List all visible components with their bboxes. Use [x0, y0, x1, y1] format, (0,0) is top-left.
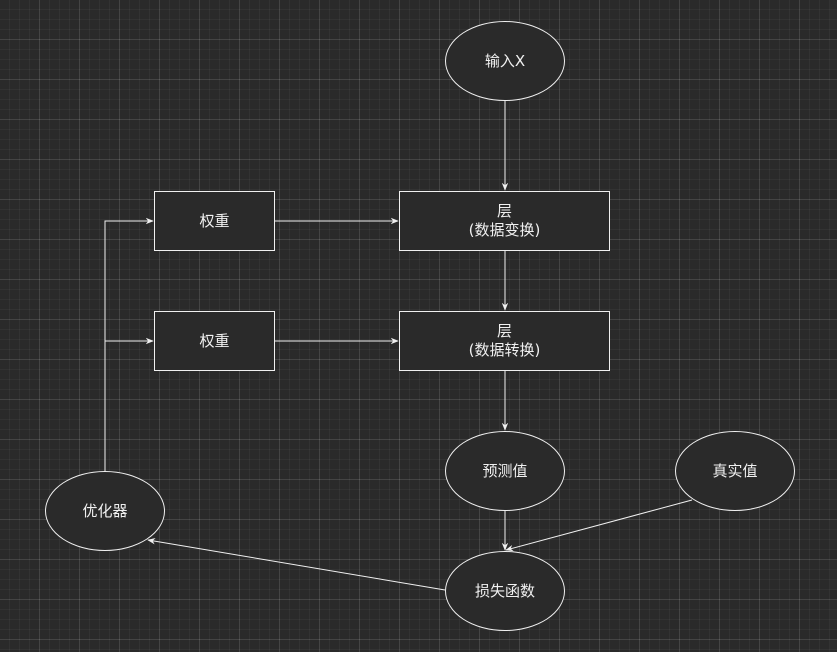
edge-loss-to-optimizer: [147, 538, 446, 591]
prediction-node[interactable]: 预测值: [445, 431, 565, 511]
loss-node[interactable]: 损失函数: [445, 551, 565, 631]
weight-node-2[interactable]: 权重: [154, 311, 275, 371]
edge-truth-to-loss: [505, 499, 693, 552]
optimizer-node[interactable]: 优化器: [45, 471, 165, 551]
prediction-node-label: 预测值: [482, 461, 528, 480]
truth-node-label: 真实值: [712, 461, 758, 480]
weight-node-1[interactable]: 权重: [154, 191, 275, 251]
edge-optimizer-to-weight1: [104, 217, 154, 471]
layer-node-1-subtitle: (数据变换): [468, 221, 541, 239]
loss-node-label: 损失函数: [474, 581, 535, 600]
optimizer-node-label: 优化器: [82, 501, 128, 520]
layer-node-2[interactable]: 层 (数据转换): [399, 311, 610, 371]
layer-node-2-title: 层: [496, 322, 512, 340]
layer-node-2-subtitle: (数据转换): [468, 341, 541, 359]
truth-node[interactable]: 真实值: [675, 431, 795, 511]
input-node-label: 输入X: [484, 51, 526, 70]
weight-node-1-label: 权重: [199, 211, 230, 230]
weight-node-2-label: 权重: [199, 331, 230, 350]
layer-node-1-title: 层: [496, 202, 512, 220]
input-node[interactable]: 输入X: [445, 21, 565, 101]
layer-node-1[interactable]: 层 (数据变换): [399, 191, 610, 251]
